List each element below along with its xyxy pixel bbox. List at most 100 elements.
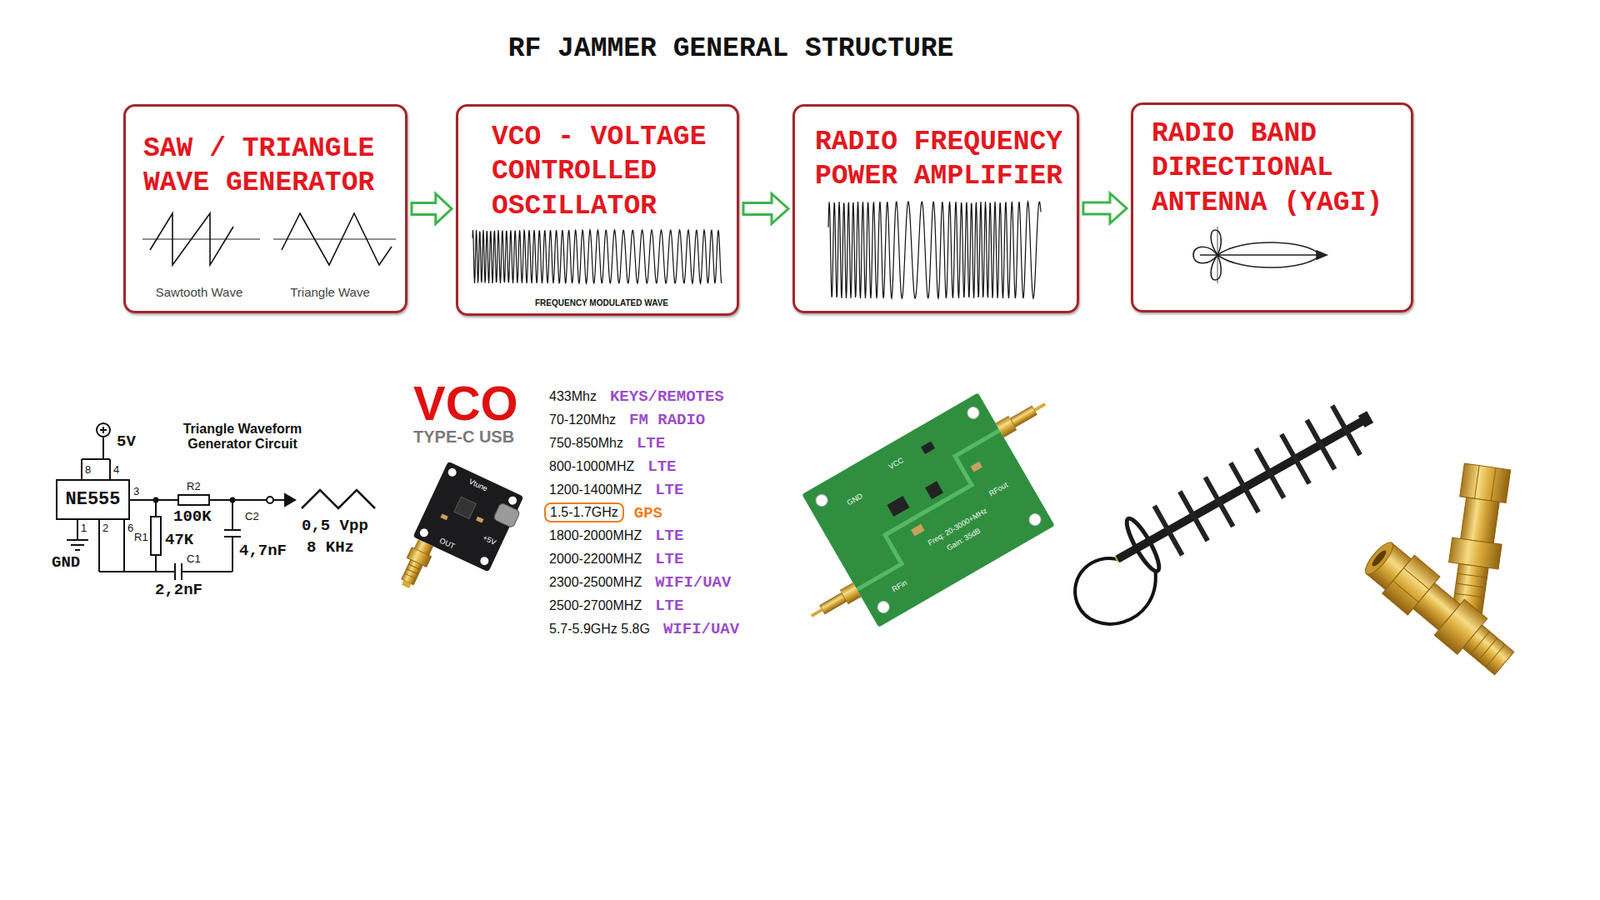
stage-heading: SAW / TRIANGLE WAVE GENERATOR	[143, 131, 383, 201]
wire	[80, 459, 83, 480]
mount-hole	[1026, 511, 1043, 528]
flow-arrow	[411, 194, 452, 225]
stage-box: RADIO BAND DIRECTIONAL ANTENNA (YAGI)	[1130, 102, 1414, 313]
band-name: LTE	[655, 596, 684, 615]
pin-number: 3	[133, 485, 140, 498]
mount-hole	[446, 466, 458, 478]
smd-part	[475, 516, 484, 524]
stage-heading: VCO - VOLTAGE CONTROLLED OSCILLATOR	[491, 120, 723, 224]
axis-arrowhead	[1316, 250, 1327, 260]
wave-axis	[273, 239, 396, 240]
triangle-wave	[273, 213, 396, 265]
wire	[209, 499, 267, 501]
mount-hole	[418, 527, 430, 539]
frequency-range: 1.5-1.7GHz	[550, 505, 619, 520]
wire	[231, 500, 234, 530]
frequency-range: 433Mhz	[549, 389, 597, 405]
frequency-range: 750-850Mhz	[549, 435, 624, 451]
supply-voltage: 5V	[116, 432, 136, 451]
sma-connector	[810, 608, 824, 618]
side-lobe	[1210, 255, 1221, 280]
ground-symbol	[66, 539, 89, 541]
ground-symbol	[70, 544, 85, 546]
thread	[1462, 625, 1514, 675]
output-arrow	[285, 494, 295, 506]
frequency-range: 1800-2000MHZ	[549, 528, 642, 544]
output-waveform	[301, 490, 375, 509]
adapter-body	[1460, 497, 1500, 544]
wire	[98, 520, 100, 572]
band-name: LTE	[655, 480, 684, 500]
band-name: WIFI/UAV	[663, 620, 740, 639]
circuit-title: Triangle Waveform Generator Circuit	[170, 421, 315, 452]
thread-line	[1454, 593, 1485, 598]
pin-number: 6	[127, 521, 134, 535]
smd-part	[910, 524, 925, 537]
supply-symbol	[96, 423, 110, 437]
frequency-range: 2300-2500MHZ	[549, 575, 642, 590]
frequency-range: 1200-1400MHZ	[549, 482, 642, 498]
part-name: R2	[186, 480, 201, 493]
band-name: FM RADIO	[629, 410, 705, 430]
nut-facet	[1475, 465, 1480, 500]
frequency-range: 70-120Mhz	[549, 412, 616, 428]
part-name: C2	[245, 510, 260, 523]
ground-symbol	[75, 549, 80, 551]
sawtooth-wave	[142, 213, 260, 265]
director-element	[1254, 447, 1287, 500]
wire	[231, 536, 234, 572]
wire	[76, 520, 79, 540]
plus-sign	[102, 426, 105, 434]
stage-box: SAW / TRIANGLE WAVE GENERATOR Sawtooth Wa…	[123, 104, 408, 314]
director-element	[1305, 418, 1338, 470]
hex-nut	[1460, 463, 1511, 503]
sawtooth-line	[150, 213, 234, 265]
fm-wave	[472, 230, 722, 284]
thread-line	[1455, 583, 1486, 588]
triangle-line	[281, 213, 392, 265]
sma-connector	[401, 580, 412, 589]
resistor-symbol	[178, 495, 210, 505]
frequency-range: 800-1000MHZ	[549, 459, 635, 475]
wave-caption: Triangle Wave	[290, 285, 370, 300]
thread-line	[404, 573, 417, 580]
thread-line	[1485, 644, 1505, 668]
sma-connector	[1033, 402, 1046, 412]
flow-arrow	[743, 194, 789, 225]
wire	[81, 458, 110, 460]
part-value: 100K	[173, 507, 212, 526]
nut-facet	[1393, 580, 1420, 603]
signal-frequency: 8 KHz	[306, 538, 355, 557]
director-element	[1279, 433, 1312, 485]
main-lobe	[1217, 242, 1320, 268]
band-name: LTE	[655, 550, 684, 569]
adapter-bore	[1370, 548, 1389, 569]
mount-hole	[965, 405, 981, 421]
fm-wave	[828, 201, 1041, 299]
pin-number: 1	[80, 521, 87, 535]
pin-number: 8	[85, 463, 91, 476]
band-name: LTE	[636, 434, 665, 453]
stage-box: VCO - VOLTAGE CONTROLLED OSCILLATORFREQU…	[455, 104, 740, 316]
wire	[123, 520, 125, 572]
capacitor-symbol	[224, 529, 241, 531]
thread-line	[408, 564, 421, 570]
flow-arrow	[1083, 193, 1127, 224]
pcb	[801, 392, 1055, 627]
director-element	[1152, 505, 1185, 557]
ic-name: NE555	[65, 489, 120, 510]
sma-connector	[820, 592, 847, 614]
director-element	[1203, 475, 1236, 528]
microstrip	[823, 430, 1033, 590]
wire	[99, 570, 175, 573]
stage-heading: RADIO BAND DIRECTIONAL ANTENNA (YAGI)	[1151, 116, 1391, 220]
stage-heading: RADIO FREQUENCY POWER AMPLIFIER	[815, 125, 1071, 195]
wave-caption: Sawtooth Wave	[155, 285, 244, 300]
smd-part	[440, 513, 448, 520]
adapter-face	[1360, 538, 1397, 578]
band-name: WIFI/UAV	[655, 573, 731, 592]
pin-number: 4	[113, 463, 120, 476]
wire	[102, 436, 105, 460]
signal-amplitude: 0,5 Vpp	[301, 516, 369, 535]
boom-cap	[1358, 410, 1374, 428]
